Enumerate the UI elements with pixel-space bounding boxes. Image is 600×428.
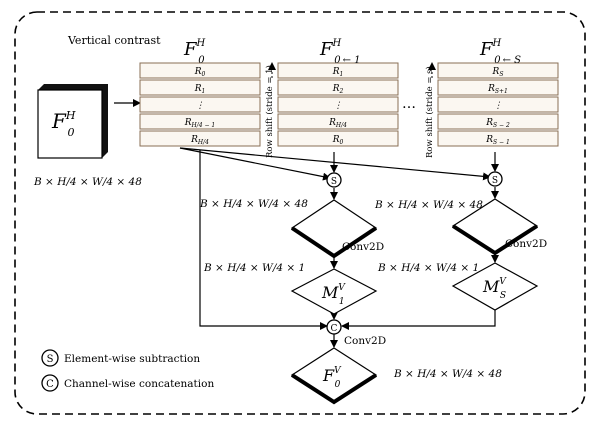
row-shift-s-label: Row shift (stride = s) xyxy=(424,66,435,158)
stack-1-row-2 xyxy=(277,96,399,113)
left-dims-48: B × H/4 × W/4 × 48 xyxy=(199,198,308,210)
legend-concat-symbol xyxy=(41,374,59,392)
stack-2-row-3-label: RS − 2 xyxy=(485,118,510,129)
stack-2-row-3 xyxy=(437,113,559,130)
stack-1-row-0-label: R1 xyxy=(332,67,344,78)
stack-2-row-4-label: RS − 1 xyxy=(485,135,510,146)
legend-subtract-symbol xyxy=(41,349,59,367)
conv2d-diamond-left xyxy=(290,199,378,259)
stack-1-row-4-label: R0 xyxy=(332,135,344,146)
stack-0-row-3 xyxy=(139,113,261,130)
svg-text:S: S xyxy=(47,354,54,365)
subtract-op-left: S xyxy=(326,172,342,188)
stack-1-row-0 xyxy=(277,62,399,79)
stack-2-row-1 xyxy=(437,79,559,96)
svg-text:S: S xyxy=(331,177,337,187)
stack-0-row-1 xyxy=(139,79,261,96)
stack-1-row-1 xyxy=(277,79,399,96)
row-shift-1-label: Row shift (stride = 1) xyxy=(264,65,275,158)
stack-0-row-4-label: RH/4 xyxy=(190,135,209,146)
conv2d-bottom-label: Conv2D xyxy=(344,335,386,347)
conv2d-right-label: Conv2D xyxy=(505,238,547,250)
stack-1-row-2-label: ⋮ xyxy=(334,101,343,111)
legend-concat: C Channel-wise concatenation xyxy=(41,374,214,392)
conv2d-left-label: Conv2D xyxy=(342,241,384,253)
legend-concat-label: Channel-wise concatenation xyxy=(64,378,214,390)
stack-0-row-1-label: R1 xyxy=(194,84,206,95)
stack-2-row-1-label: RS+1 xyxy=(487,84,508,95)
stack-2-row-4 xyxy=(437,130,559,147)
outer-dashed-border xyxy=(14,11,586,415)
svg-text:C: C xyxy=(331,324,338,334)
legend-subtract: S Element-wise subtraction xyxy=(41,349,200,367)
row-stack-2: RS RS+1 ⋮ RS − 2 RS − 1 xyxy=(437,62,559,147)
stack-2-row-0 xyxy=(437,62,559,79)
stack-0-row-0-label: R0 xyxy=(194,67,206,78)
stack-1-row-1-label: R2 xyxy=(332,84,344,95)
stack-2-row-2 xyxy=(437,96,559,113)
legend-subtract-label: Element-wise subtraction xyxy=(64,353,200,365)
input-dims: B × H/4 × W/4 × 48 xyxy=(33,176,142,188)
svg-text:S: S xyxy=(492,176,498,186)
concat-op: C xyxy=(326,319,342,335)
stack-0-row-4 xyxy=(139,130,261,147)
conv2d-diamond-right xyxy=(451,198,539,256)
output-dims: B × H/4 × W/4 × 48 xyxy=(393,368,502,380)
stack-2-row-0-label: RS xyxy=(492,67,504,78)
left-dims-1: B × H/4 × W/4 × 1 xyxy=(203,262,305,274)
stack-0-row-3-label: RH/4 − 1 xyxy=(184,118,216,129)
subtract-op-right: S xyxy=(487,171,503,187)
right-dims-48: B × H/4 × W/4 × 48 xyxy=(374,199,483,211)
connection-lines xyxy=(179,147,499,348)
panel-title: Vertical contrast xyxy=(67,34,161,47)
svg-text:C: C xyxy=(46,379,54,390)
mid-dims-1: B × H/4 × W/4 × 1 xyxy=(377,262,479,274)
stack-0-row-0 xyxy=(139,62,261,79)
stack-0-row-2 xyxy=(139,96,261,113)
stack-1-row-3 xyxy=(277,113,399,130)
stack-0-row-2-label: ⋮ xyxy=(196,101,205,111)
stack-1-row-4 xyxy=(277,130,399,147)
stack-ellipsis: … xyxy=(402,96,416,112)
stack-2-row-2-label: ⋮ xyxy=(494,101,503,111)
stack-1-row-3-label: RH/4 xyxy=(328,118,347,129)
